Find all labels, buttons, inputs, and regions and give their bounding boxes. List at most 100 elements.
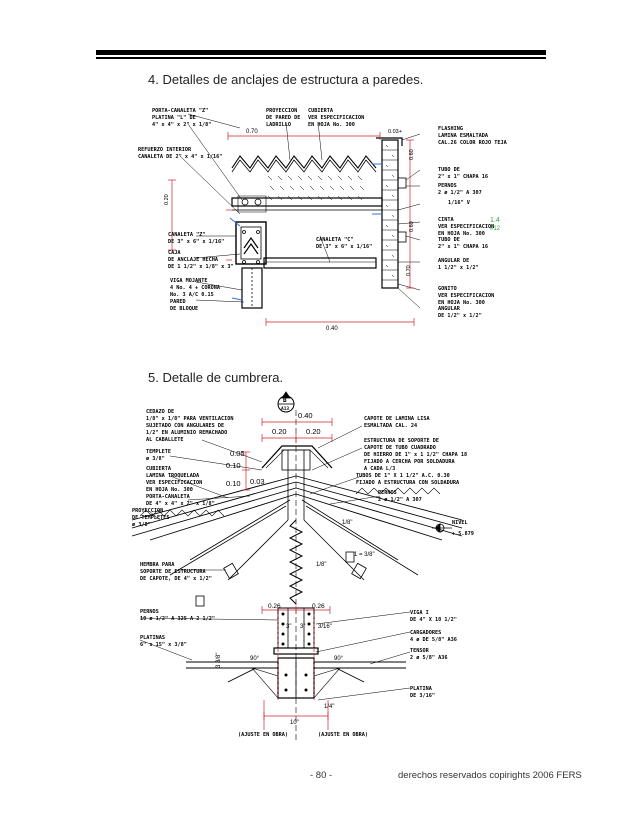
lbl-platina: PLATINA: [410, 686, 433, 692]
lbl-porta2: DE 4" x 4" x 2" x 1/8": [146, 501, 215, 507]
dim-4-d7: 0.20: [164, 194, 170, 205]
pipe-marks: [229, 163, 382, 301]
lbl-caja2: DE ANCLAJE HECHA: [168, 257, 219, 263]
lbl-platina-dim: 4" x 4" x 2" x 1/8": [152, 122, 211, 128]
lbl-tensor: TENSOR: [410, 648, 430, 654]
lbl-angular2: ANGULAR: [438, 306, 461, 312]
dim-3a: 3": [286, 624, 291, 630]
lbl-canaleta-c: CANALETA "C": [316, 237, 353, 243]
lbl-viga: VIGA I: [410, 610, 429, 616]
marker-bottom: A13: [281, 406, 289, 412]
lbl-ver-especificacion: VER ESPECIFICACION: [308, 115, 364, 121]
dim-026b: 0.26: [312, 603, 325, 610]
lbl-caja: CAJA: [168, 250, 181, 256]
lbl-calibre: CAL.26 COLOR ROJO TEJA: [438, 140, 508, 146]
dim-020b: 0.20: [306, 427, 321, 436]
lbl-tubos: TUBOS DE 1" X 1 1/2" A.C. 0.30: [356, 473, 450, 479]
roof-beam-top: [231, 197, 383, 207]
tag-green-b: #12: [490, 226, 501, 232]
lbl-viga-dim: DE 4" X 10 1/2": [410, 617, 457, 623]
leader-lines-4: [179, 113, 421, 309]
lbl-ladrillo: LADRILLO: [266, 122, 291, 128]
lbl-pared: PARED: [170, 299, 186, 305]
bolts: [281, 612, 311, 692]
anchor-box: [235, 221, 267, 265]
dim-4-d2: 0.03+: [388, 129, 402, 135]
lbl-en-hoja: EN HOJA No. 300: [308, 122, 355, 128]
lbl-platina: PLATINA "L" DE: [152, 115, 196, 121]
lbl-viga: VIGA MOJANTE: [170, 278, 207, 284]
lbl-tensor-dim: 2 ø 5/8" A36: [410, 655, 447, 661]
dim-4-d3: 0.60: [409, 149, 415, 160]
wall-anchor-detail: [179, 113, 421, 309]
lbl-proyeccion: PROYECCION: [266, 108, 297, 114]
lbl-sobre3: EN HOJA No. 300: [438, 300, 485, 306]
copyright: derechos reservados copirights 2006 FERS: [398, 770, 582, 781]
dim-4-d6: 0.70: [406, 265, 412, 276]
lbl-angular: ANGULAR DE: [438, 258, 469, 264]
dim-14: 1/4": [324, 704, 334, 710]
bottom-chords: [186, 661, 406, 683]
leader-lines-5: [139, 425, 411, 701]
lbl-tubo-a: TUBO DE: [438, 167, 460, 173]
lbl-caja3: DE 1 1/2" x 1/8" x 3": [168, 264, 234, 270]
lbl-cedazo2: 1/8" x 1/8" PARA VENTILACION: [146, 416, 233, 422]
lbl-tubo-b: TUBO DE: [438, 237, 460, 243]
lbl-cinta2: CINTA: [438, 217, 454, 223]
lbl-pernos-r-dim: 2 ø 1/2" A 307: [378, 497, 422, 503]
central-tensor: [288, 519, 304, 605]
lbl-hembra3: DE CAPOTE, DE 4" x 1/2": [140, 576, 212, 582]
lbl-hembra: HEMBRA PARA: [140, 562, 175, 568]
dimension-lines-4: [168, 132, 415, 326]
lbl-estructura: ESTRUCTURA DE SOPORTE DE: [364, 438, 439, 444]
lbl-cargadores: CARGADORES: [410, 630, 441, 636]
lbl-proyeccion3: ø 3/8": [132, 522, 151, 528]
lbl-cubierta2: LAMINA TROQUELADA: [146, 473, 200, 479]
capote: [261, 445, 333, 469]
lbl-sobre: GONITO: [438, 286, 457, 292]
lbl-hembra2: SOPORTE DE ESTRUCTURA: [140, 569, 206, 575]
dim-4-d5: 0.40: [326, 326, 338, 332]
lbl-cinta3: VER ESPECIFICACION: [438, 224, 494, 230]
dimension-lines-5: [242, 418, 333, 730]
lbl-nivel: NIVEL: [452, 520, 468, 526]
lbl-cubierta: CUBIERTA: [146, 466, 172, 472]
lbl-sobre2: VER ESPECIFICACION: [438, 293, 494, 299]
dim-4-d1: 0.70: [246, 129, 258, 135]
dim-4-d4: 0.60: [409, 221, 415, 232]
labels-4: PORTA-CANALETA "Z" PLATINA "L" DE 4" x 4…: [138, 108, 508, 332]
lbl-nivel-val: + 5.879: [452, 531, 474, 537]
lbl-estructura5: A CADA L/3: [364, 466, 395, 472]
lbl-canaleta-int: CANALETA DE 2" x 4" x 1/16": [138, 154, 222, 160]
dim-005: 0.05: [230, 449, 245, 458]
labels-5: CEDAZO DE 1/8" x 1/8" PARA VENTILACION S…: [132, 397, 474, 738]
section-5-heading: 5. Detalle de cumbrera.: [148, 370, 284, 385]
lbl-canaleta-z: CANALETA "Z": [168, 232, 205, 238]
lbl-platina-dim: DE 3/16": [410, 693, 435, 699]
roof-slopes: [131, 475, 463, 541]
lbl-canaleta-z-dim: DE 3" x 6" x 1/16": [168, 239, 224, 245]
lbl-angular2-dim: DE 1/2" x 1/2": [438, 313, 482, 319]
lbl-pernos: PERNOS: [140, 609, 159, 615]
insulation-texture: [267, 175, 365, 201]
lbl-porta-canaleta: PORTA-CANALETA "Z": [152, 108, 208, 114]
dim-s2: 1/8": [316, 562, 326, 568]
lbl-cedazo4: 1/2" EN ALUMINIO REMACHADO: [146, 430, 227, 436]
lbl-estructura2: CAPOTE DE TUBO CUADRADO: [364, 445, 436, 451]
dim-010b: 0.10: [226, 479, 241, 488]
dim-003: 0.03: [250, 477, 265, 486]
lbl-capote2: ESMALTADA CAL. 24: [364, 423, 417, 429]
lbl-lamina-esmaltada: LAMINA ESMALTADA: [438, 133, 489, 139]
dim-slope: 1/8": [342, 520, 352, 526]
right-wall: [381, 139, 399, 289]
lbl-ajuste-a: (AJUSTE EN OBRA): [238, 732, 288, 738]
lbl-cedazo: CEDAZO DE: [146, 409, 174, 415]
lbl-cedazo5: AL CABALLETE: [146, 437, 183, 443]
tag-green-a: 1.4: [490, 217, 500, 224]
lbl-estructura3: DE HIERRO DE 1" x 1 1/2" CHAPA 18: [364, 452, 467, 458]
lbl-viga2: 4 No. 4 + CORONA: [170, 285, 221, 291]
lbl-cedazo3: SUJETADO CON ANGULARES DE: [146, 423, 224, 429]
lower-channel: [263, 257, 377, 269]
lbl-cubierta4: EN HOJA No. 300: [146, 487, 193, 493]
